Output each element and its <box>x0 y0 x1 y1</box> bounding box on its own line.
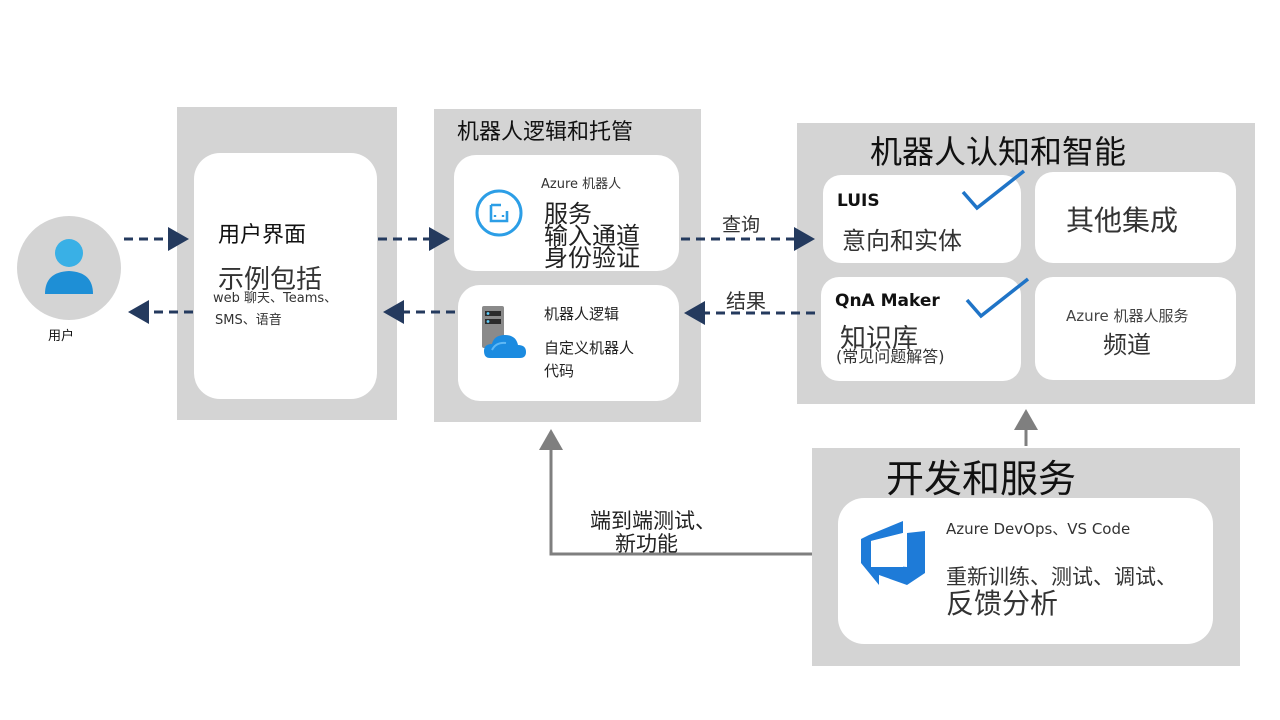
user-avatar-icon <box>45 239 93 294</box>
bot-logic-card-title: 机器人逻辑 <box>544 305 620 323</box>
channels-card <box>1035 277 1236 380</box>
qna-card <box>821 277 1021 381</box>
dev-card-line3: 反馈分析 <box>946 587 1059 620</box>
other-integrations-card <box>1035 172 1236 263</box>
qna-note: (常见问题解答) <box>836 347 945 366</box>
bot-logic-card-line1: 自定义机器人 <box>544 339 635 357</box>
check-icon <box>961 169 1026 211</box>
query-label: 查询 <box>722 214 761 236</box>
azure-bot-line3: 身份验证 <box>544 244 640 272</box>
luis-subtitle: 意向和实体 <box>842 227 962 255</box>
arrow-dev-to-bot <box>539 429 812 556</box>
ui-title: 用户界面 <box>218 223 307 248</box>
qna-subtitle: 知识库 <box>840 324 919 354</box>
user-label: 用户 <box>48 329 75 344</box>
dev-panel-title: 开发和服务 <box>886 457 1077 501</box>
cognition-panel-title: 机器人认知和智能 <box>870 133 1127 171</box>
bot-logic-panel-title: 机器人逻辑和托管 <box>457 120 634 145</box>
check-icon <box>965 277 1030 319</box>
ui-examples-line2: SMS、语音 <box>215 313 282 328</box>
user-avatar <box>17 216 121 320</box>
azure-bot-icon <box>475 189 523 237</box>
azure-bot-subtitle: Azure 机器人 <box>541 177 622 192</box>
other-integrations-title: 其他集成 <box>1066 204 1179 237</box>
dev-card-line2: 重新训练、测试、调试、 <box>946 565 1177 589</box>
luis-card <box>823 175 1021 263</box>
azure-bot-line2: 输入通道 <box>544 222 640 250</box>
ui-examples-heading: 示例包括 <box>218 265 323 295</box>
channels-line1: Azure 机器人服务 <box>1066 307 1189 325</box>
e2e-label-line1: 端到端测试、 <box>590 509 716 533</box>
luis-title: LUIS <box>837 191 880 211</box>
server-cloud-icon <box>482 306 526 358</box>
bot-logic-card-line2: 代码 <box>544 362 575 380</box>
e2e-label-line2: 新功能 <box>615 532 678 556</box>
dev-card-line1: Azure DevOps、VS Code <box>946 520 1131 538</box>
azure-devops-icon <box>861 521 925 585</box>
result-label: 结果 <box>726 289 766 313</box>
ui-card <box>194 153 377 399</box>
channels-line2: 频道 <box>1103 331 1151 359</box>
ui-examples-line1: web 聊天、Teams、 <box>213 291 338 306</box>
azure-bot-line1: 服务 <box>544 200 592 228</box>
qna-title: QnA Maker <box>835 291 940 311</box>
